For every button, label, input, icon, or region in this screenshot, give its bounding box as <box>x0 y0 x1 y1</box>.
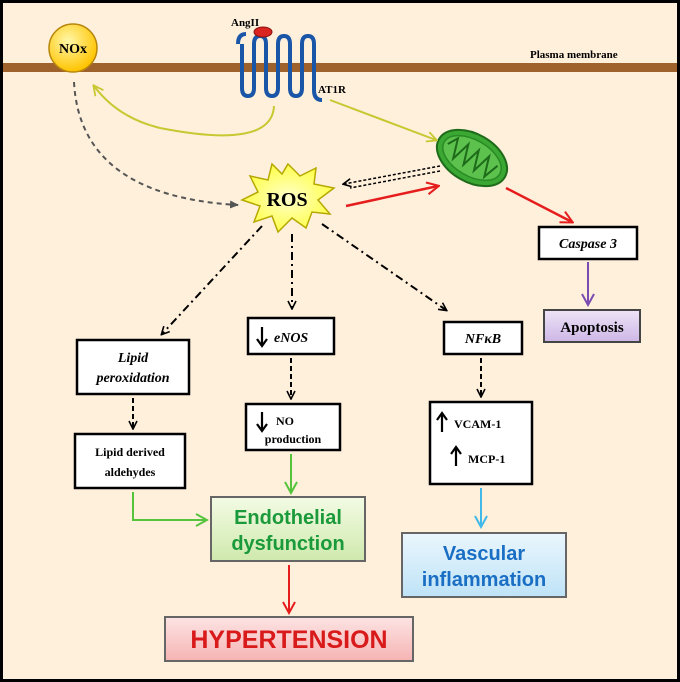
mcp-label: MCP-1 <box>468 452 505 466</box>
mito-to-ros-arrow-2 <box>349 170 441 189</box>
no-prod-line1: NO <box>276 414 294 428</box>
lipid-perox-line2: peroxidation <box>95 371 169 386</box>
lipid-aldehydes-box <box>73 432 187 490</box>
caspase-box <box>537 225 639 261</box>
mcp-up-arrow-icon <box>450 445 462 466</box>
no-prod-line2: production <box>265 432 322 446</box>
no-down-arrow-icon <box>256 412 268 433</box>
aldehydes-to-endo-arrow <box>132 492 206 520</box>
vasc-line1: Vascular <box>443 543 526 565</box>
angii-label: AngII <box>231 17 259 29</box>
vcam-mcp-box <box>428 400 534 486</box>
hypertension-box <box>164 616 414 662</box>
enos-down-arrow-icon <box>256 327 268 348</box>
nox-label: NOx <box>59 42 87 57</box>
vcam-up-arrow-icon <box>436 411 448 432</box>
nfkb-label: NFκB <box>464 332 501 347</box>
at1r-to-nox-arrow <box>94 86 275 137</box>
vcam-label: VCAM-1 <box>454 417 501 431</box>
ros-to-mito-arrow <box>345 186 438 208</box>
membrane-label: Plasma membrane <box>530 49 618 61</box>
at1r-n-terminus <box>236 32 247 45</box>
at1r-receptor <box>240 33 323 102</box>
nox-to-ros-arrow <box>73 81 239 209</box>
ros-label: ROS <box>266 189 307 211</box>
lipid-peroxidation-box <box>75 338 191 396</box>
ros-to-lipid-arrow <box>162 225 263 334</box>
angii-ligand-icon <box>253 26 273 38</box>
plasma-membrane <box>3 63 677 72</box>
at1r-to-mito-arrow <box>329 99 436 140</box>
vascular-inflammation-box <box>401 532 567 598</box>
mito-to-caspase-arrow <box>505 186 572 222</box>
ros-star-icon <box>240 162 336 234</box>
hypertension-label: HYPERTENSION <box>190 626 387 654</box>
at1r-label: AT1R <box>318 84 347 96</box>
lipid-perox-line1: Lipid <box>117 351 149 366</box>
apoptosis-box <box>543 309 641 343</box>
mito-to-ros-arrow <box>344 165 441 184</box>
enos-label: eNOS <box>274 331 308 346</box>
endo-line1: Endothelial <box>234 507 342 529</box>
caspase-label: Caspase 3 <box>559 237 617 252</box>
endo-line2: dysfunction <box>231 533 344 555</box>
nfkb-box <box>442 320 524 356</box>
nox-circle <box>48 23 98 73</box>
ros-to-nfkb-arrow <box>321 223 446 310</box>
lipid-ald-line2: aldehydes <box>105 465 156 479</box>
lipid-ald-line1: Lipid derived <box>95 445 165 459</box>
apoptosis-label: Apoptosis <box>560 320 624 336</box>
endothelial-dysfunction-box <box>210 496 366 562</box>
mitochondrion-icon <box>435 128 509 188</box>
vasc-line2: inflammation <box>422 569 546 591</box>
